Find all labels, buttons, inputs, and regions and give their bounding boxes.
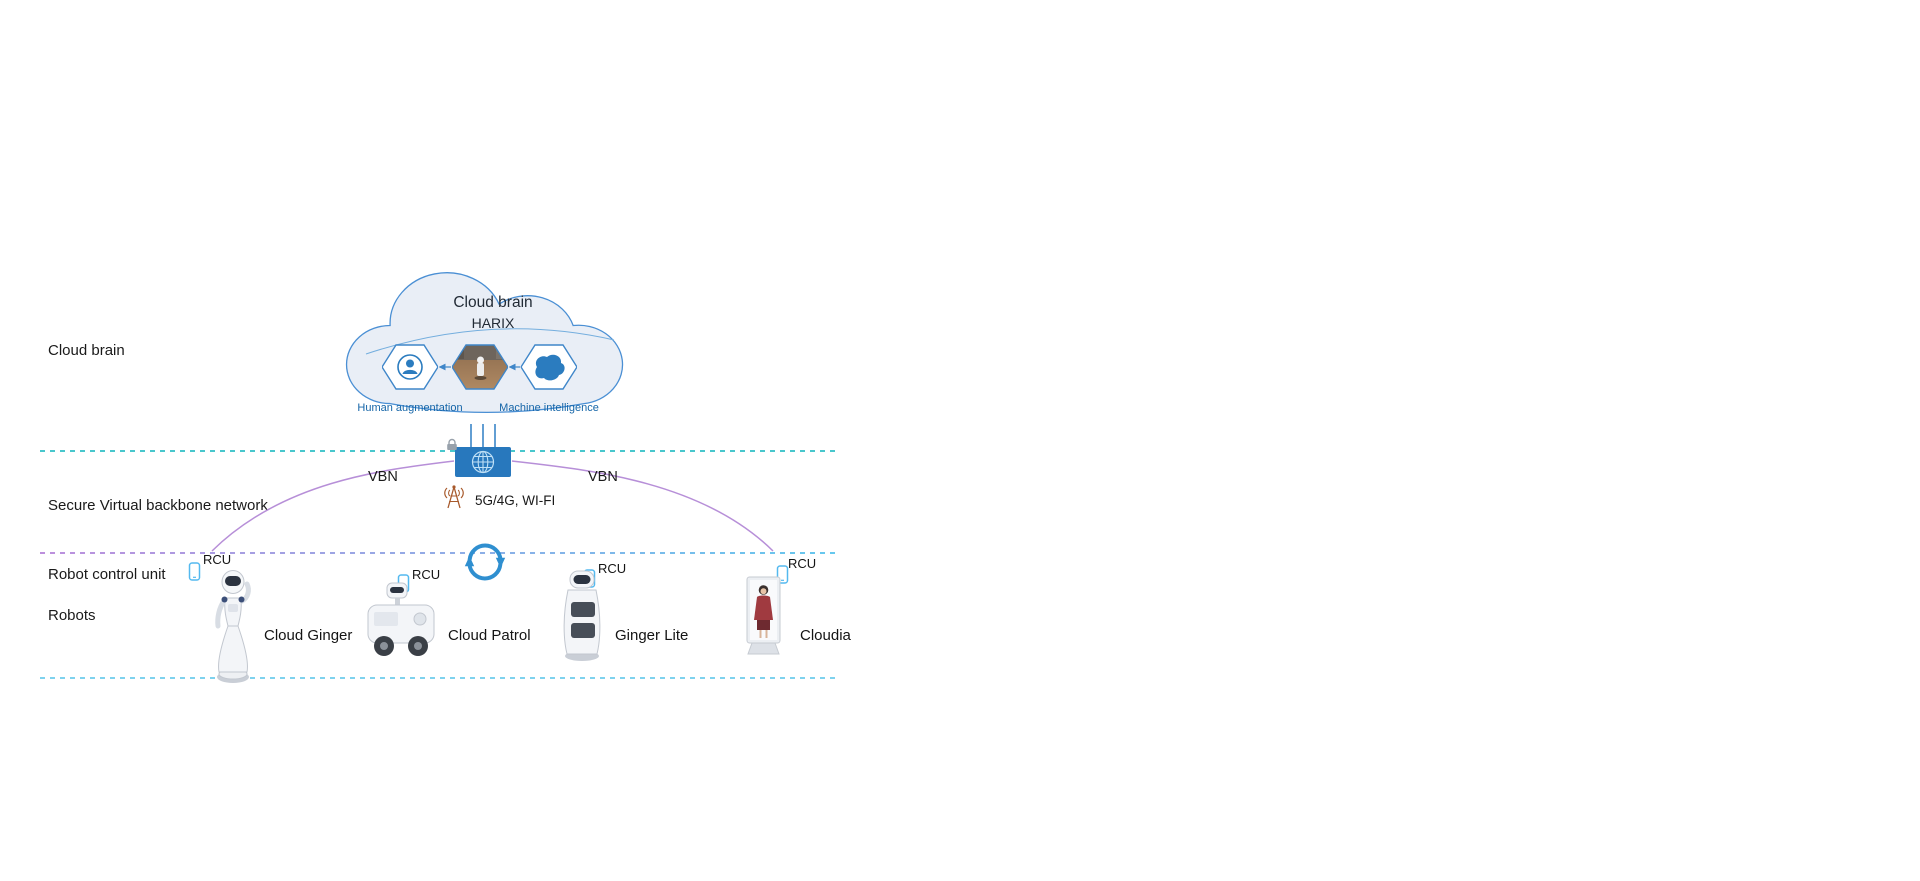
layer-label-cloud-brain: Cloud brain bbox=[48, 342, 125, 359]
globe-router-icon bbox=[455, 447, 511, 477]
cloud-ginger-image bbox=[215, 570, 251, 683]
robot-scene-hexagon bbox=[452, 344, 508, 390]
separator-cloud-network bbox=[40, 450, 836, 452]
rcu-label: RCU bbox=[598, 561, 627, 576]
robot-name: Cloud Ginger bbox=[264, 627, 353, 644]
layer-label-robot-control-unit: Robot control unit bbox=[48, 566, 166, 583]
cloud-patrol-image bbox=[367, 582, 435, 656]
cloud-subtitle: HARIX bbox=[471, 315, 515, 331]
robot-photo bbox=[452, 345, 508, 389]
rcu-label: RCU bbox=[412, 567, 441, 582]
sync-arrows-icon bbox=[464, 543, 506, 581]
machine-intelligence-hexagon bbox=[521, 344, 577, 390]
human-augmentation-label: Human augmentation bbox=[357, 402, 463, 414]
brain-icon bbox=[535, 354, 565, 381]
robot-name: Cloudia bbox=[800, 627, 851, 644]
separator-bottom bbox=[40, 677, 836, 679]
vbn-label-right: VBN bbox=[588, 469, 618, 485]
wireless-label: 5G/4G, WI-FI bbox=[475, 493, 556, 508]
robot-name: Ginger Lite bbox=[615, 627, 689, 644]
ginger-lite-image bbox=[563, 570, 601, 661]
layer-label-secure-vbn: Secure Virtual backbone network bbox=[48, 497, 268, 514]
separator-network-rcu bbox=[40, 552, 836, 554]
phone-icon bbox=[188, 562, 201, 581]
machine-intelligence-label: Machine intelligence bbox=[499, 402, 599, 414]
antenna-icon bbox=[444, 485, 464, 509]
robot-name: Cloud Patrol bbox=[448, 627, 531, 644]
human-augmentation-hexagon bbox=[382, 344, 438, 390]
rcu-label: RCU bbox=[788, 556, 817, 571]
vbn-label-left: VBN bbox=[368, 469, 398, 485]
rcu-label: RCU bbox=[203, 552, 232, 567]
cloudia-image bbox=[746, 576, 781, 655]
person-icon bbox=[397, 354, 423, 380]
cloud-title: Cloud brain bbox=[453, 294, 533, 311]
lock-icon bbox=[447, 438, 457, 450]
layer-label-robots: Robots bbox=[48, 607, 96, 624]
